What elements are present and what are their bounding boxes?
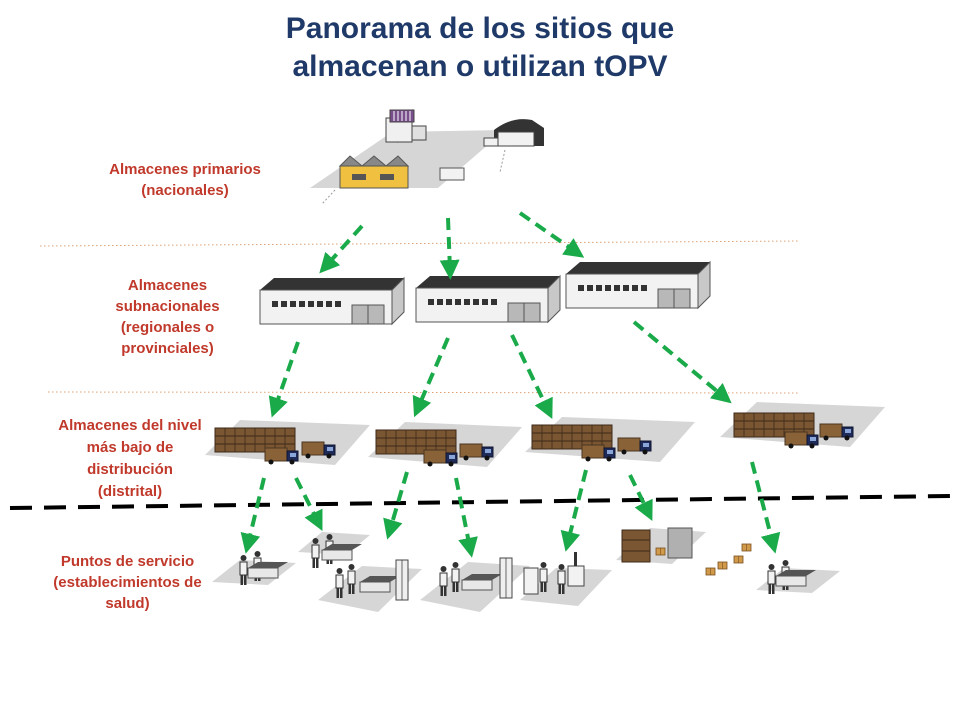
- health-center-icon: [420, 557, 530, 612]
- health-post-icon: [298, 532, 370, 569]
- label-line: (nacionales): [141, 182, 229, 199]
- health-clinic-icon: [520, 552, 612, 606]
- regional-warehouse-icon: [415, 275, 561, 323]
- level-label-subnational: Almacenes subnacionales (regionales o pr…: [80, 275, 255, 359]
- label-line: salud): [105, 595, 150, 612]
- supply-boxes-icon: [705, 543, 752, 576]
- label-line: distribución: [87, 461, 173, 478]
- flow-arrow: [518, 211, 585, 258]
- level-label-district: Almacenes del nivel más bajo de distribu…: [40, 415, 220, 503]
- health-center-icon: [318, 559, 422, 612]
- health-post-icon: [756, 559, 840, 595]
- level-label-primary: Almacenes primarios (nacionales): [95, 159, 275, 201]
- flow-arrow: [454, 477, 478, 558]
- district-store-icon: [525, 417, 695, 462]
- storeroom-icon: [616, 527, 706, 564]
- label-line: (establecimientos de: [53, 574, 202, 591]
- flow-arrow: [750, 461, 781, 554]
- flow-arrow: [560, 469, 588, 552]
- flow-arrows: [240, 211, 781, 558]
- level-label-service: Puntos de servicio (establecimientos de …: [35, 551, 220, 614]
- label-line: Puntos de servicio: [60, 553, 195, 570]
- label-line: (distrital): [97, 483, 163, 500]
- dashed-divider-line: [9, 494, 953, 510]
- label-line: (regionales o: [120, 319, 215, 336]
- primary-warehouse-complex-icon: [310, 109, 544, 205]
- flow-arrow: [319, 224, 364, 274]
- flow-arrow: [628, 474, 653, 521]
- flow-arrow: [412, 337, 450, 418]
- district-store-icon: [720, 402, 885, 449]
- flow-arrow: [632, 320, 732, 404]
- regional-warehouse-icon: [565, 261, 711, 309]
- district-store-icon: [205, 420, 370, 465]
- flow-arrow: [268, 341, 300, 418]
- flow-arrow: [439, 217, 460, 280]
- district-store-icon: [368, 422, 522, 467]
- label-line: Almacenes primarios: [109, 161, 261, 178]
- label-line: subnacionales: [115, 298, 220, 315]
- dotted-separator-1: [39, 240, 801, 247]
- title-line-1: Panorama de los sitios que: [285, 12, 675, 45]
- label-line: Almacenes: [127, 277, 208, 294]
- flow-arrow: [294, 477, 323, 531]
- label-line: más bajo de: [86, 439, 174, 456]
- page-title: Panorama de los sitios que almacenan o u…: [180, 10, 780, 86]
- flow-arrow: [240, 477, 266, 554]
- flow-arrow: [383, 471, 409, 540]
- regional-warehouse-icon: [259, 277, 405, 325]
- title-line-2: almacenan o utilizan tOPV: [292, 50, 668, 83]
- label-line: provinciales): [121, 340, 214, 357]
- health-post-icon: [212, 550, 296, 586]
- label-line: Almacenes del nivel: [58, 417, 202, 434]
- flow-arrow: [510, 334, 553, 420]
